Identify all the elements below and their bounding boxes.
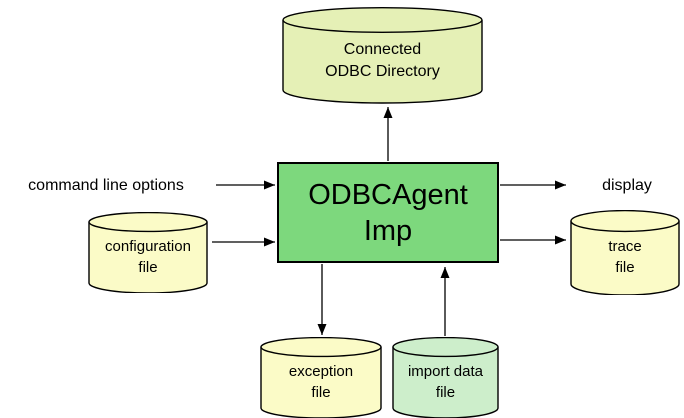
- cylinder-shape: [392, 337, 499, 418]
- node-label-line: trace: [608, 238, 642, 255]
- node-label-line: file: [435, 383, 456, 401]
- cylinder-shape: [88, 212, 208, 293]
- label-display: display: [602, 177, 652, 194]
- cylinder-shape: [570, 210, 680, 295]
- node-label-line: file: [311, 383, 331, 401]
- node-connected-odbc-directory: Connected ODBC Directory: [282, 7, 483, 104]
- node-label-line: import data: [407, 362, 484, 380]
- node-label-line: ODBC Directory: [325, 63, 440, 80]
- node-exception-file: exception file: [260, 337, 382, 418]
- cylinder-shape: [282, 7, 483, 104]
- process-title-line: Imp: [363, 214, 413, 247]
- process-title-line: ODBCAgent: [308, 178, 468, 211]
- label-command-line-options: command line options: [28, 177, 184, 194]
- node-import-data-file: import data file: [392, 337, 499, 418]
- node-configuration-file: configuration file: [88, 212, 208, 293]
- node-trace-file: trace file: [570, 210, 680, 295]
- node-label-line: exception: [288, 362, 354, 380]
- node-label-line: Connected: [343, 41, 422, 58]
- node-label-line: file: [615, 259, 635, 276]
- node-odbcagent-imp: ODBCAgent Imp: [277, 162, 499, 263]
- cylinder-shape: [260, 337, 382, 418]
- node-label-line: file: [138, 258, 158, 276]
- node-label-line: configuration: [105, 237, 191, 255]
